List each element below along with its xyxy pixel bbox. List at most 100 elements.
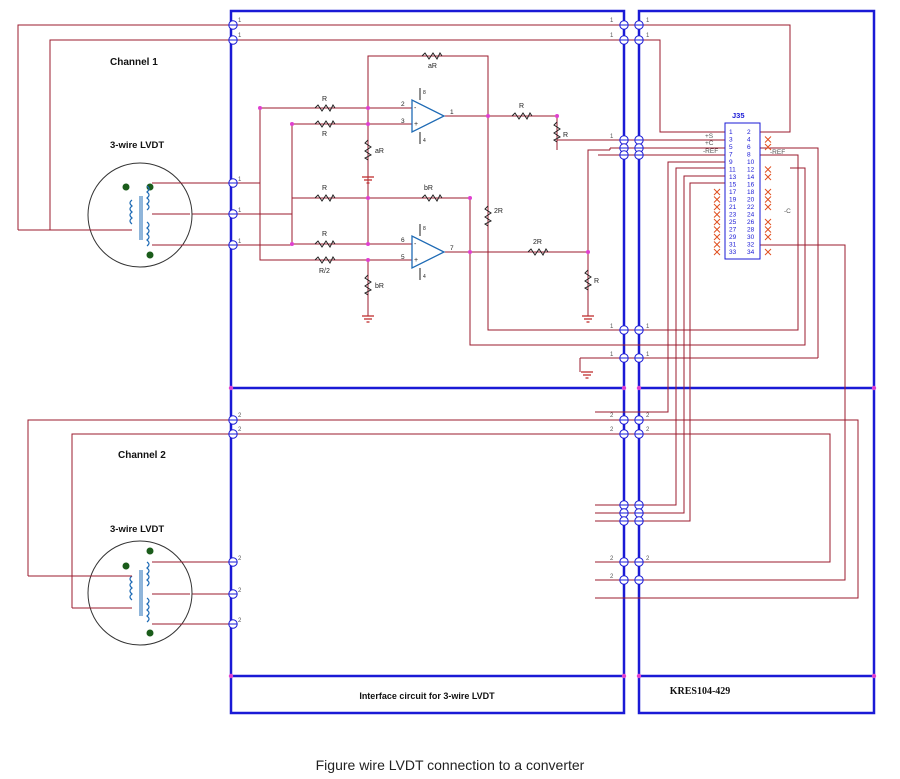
j35-pin-right: 8 [747, 152, 751, 159]
figure-caption: Figure wire LVDT connection to a convert… [315, 757, 585, 773]
svg-text:1: 1 [610, 134, 614, 140]
svg-text:2R: 2R [533, 239, 542, 246]
svg-text:1: 1 [646, 33, 650, 39]
j35-pin-left: 31 [729, 242, 737, 249]
svg-text:2: 2 [646, 413, 650, 419]
j35-pin-right: 34 [747, 249, 755, 256]
svg-text:2: 2 [610, 413, 614, 419]
no-connect-mark [713, 248, 721, 256]
svg-text:2R: 2R [494, 208, 503, 215]
j35-pin-left: 11 [729, 167, 736, 174]
svg-text:1: 1 [238, 18, 242, 24]
svg-text:7: 7 [450, 245, 454, 252]
svg-text:3: 3 [401, 118, 405, 125]
channel2-lvdt-label: 3-wire LVDT [110, 524, 164, 535]
svg-text:R: R [519, 103, 524, 110]
grounds [361, 176, 595, 379]
svg-text:-: - [414, 105, 417, 112]
j35-pin-left: 9 [729, 159, 733, 166]
svg-text:-: - [414, 241, 417, 248]
svg-text:-REF: -REF [703, 148, 718, 155]
svg-text:1: 1 [610, 33, 614, 39]
no-connect-mark [713, 241, 721, 248]
j35-pin-right: 32 [747, 242, 755, 249]
j35-pin-left: 29 [729, 234, 737, 241]
channel1-heading: Channel 1 [110, 57, 158, 68]
svg-text:1: 1 [646, 352, 650, 358]
no-connect-mark [713, 233, 721, 241]
j35-pin-right: 14 [747, 174, 755, 181]
no-connect-mark [764, 248, 772, 256]
svg-text:+S: +S [705, 133, 714, 140]
j35-pin-left: 27 [729, 227, 737, 234]
j35-pin-left: 25 [729, 219, 737, 226]
svg-text:2: 2 [646, 556, 650, 562]
svg-text:2: 2 [610, 427, 614, 433]
j35-pin-right: 28 [747, 227, 755, 234]
wires [17, 24, 859, 625]
no-connect-mark [764, 166, 772, 173]
svg-text:1: 1 [646, 324, 650, 330]
j35-pin-left: 5 [729, 144, 733, 151]
lvdt-2 [28, 540, 193, 646]
svg-text:1: 1 [238, 208, 242, 214]
opamp-2: 6 5 7 - + 8 4 [401, 224, 454, 280]
svg-text:R/2: R/2 [319, 268, 330, 275]
j35-pin-left: 19 [729, 197, 737, 204]
no-connect-mark [764, 203, 772, 211]
svg-text:aR: aR [428, 63, 437, 70]
frame-corner-nodes [228, 385, 877, 679]
svg-text:R: R [563, 132, 568, 139]
svg-text:2: 2 [401, 101, 405, 108]
svg-text:R: R [322, 131, 327, 138]
channel2-heading: Channel 2 [118, 450, 166, 461]
svg-text:1: 1 [238, 177, 242, 183]
j35-pin-right: 22 [747, 204, 755, 211]
no-connect-mark [764, 233, 772, 241]
j35-pin-right: 16 [747, 182, 755, 189]
j35-pin-right: 2 [747, 129, 751, 136]
svg-text:R: R [322, 185, 327, 192]
svg-text:R: R [322, 96, 327, 103]
j35-pin-right: 4 [747, 137, 751, 144]
svg-text:-REF: -REF [770, 149, 785, 156]
svg-text:1: 1 [610, 18, 614, 24]
no-connect-mark [713, 203, 721, 211]
no-connect-mark [764, 143, 772, 151]
no-connect-mark [713, 196, 721, 203]
lvdt-1 [18, 162, 193, 268]
svg-text:2: 2 [238, 427, 242, 433]
opamp-1: 2 3 1 - + 8 4 [401, 88, 454, 144]
j35-pin-left: 15 [729, 182, 737, 189]
svg-text:1: 1 [238, 33, 242, 39]
svg-text:2: 2 [646, 427, 650, 433]
terminal-numbers: 1 1 1 1 1 1 1 1 1 1 1 1 1 1 2 2 2 2 2 2 … [238, 18, 650, 624]
svg-text:2: 2 [238, 556, 242, 562]
j35-pin-left: 1 [729, 129, 733, 136]
no-connect-mark [713, 211, 721, 218]
no-connect-mark [764, 196, 772, 203]
no-connect-mark [764, 173, 772, 181]
svg-text:2: 2 [238, 588, 242, 594]
j35-pin-right: 10 [747, 159, 755, 166]
j35-pin-right: 18 [747, 189, 755, 196]
j35-pin-right: 20 [747, 197, 755, 204]
svg-text:8: 8 [423, 90, 426, 96]
svg-text:+: + [414, 257, 418, 264]
channel1-lvdt-label: 3-wire LVDT [110, 140, 164, 151]
no-connect-mark [713, 188, 721, 196]
j35-pin-right: 30 [747, 234, 755, 241]
svg-text:1: 1 [610, 324, 614, 330]
j35-pin-left: 3 [729, 137, 733, 144]
svg-text:1: 1 [450, 109, 454, 116]
svg-text:-C: -C [784, 208, 791, 215]
resistors [314, 52, 592, 296]
j35-pin-right: 26 [747, 219, 755, 226]
interface-title: Interface circuit for 3-wire LVDT [359, 691, 495, 701]
converter-title: KRES104-429 [670, 686, 731, 697]
j35-pin-right: 24 [747, 212, 755, 219]
svg-text:4: 4 [423, 274, 426, 280]
svg-text:2: 2 [238, 413, 242, 419]
